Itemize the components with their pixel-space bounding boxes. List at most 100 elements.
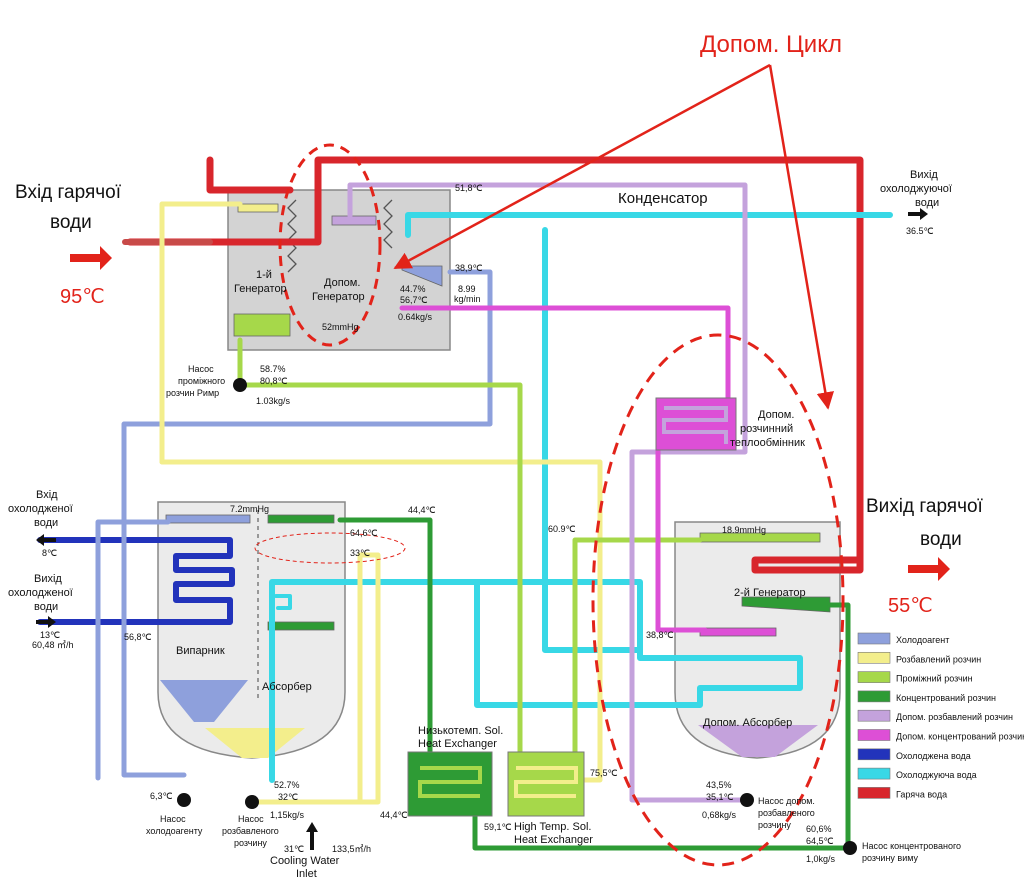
cooling-water-top [405, 212, 893, 238]
hot-in-temp: 95℃ [60, 286, 105, 308]
concentrated-gen2 [827, 602, 851, 851]
lt-hx-label-b: Heat Exchanger [418, 738, 497, 750]
legend-swatch [857, 787, 891, 799]
dilute-pipe [249, 552, 381, 805]
pumps [177, 378, 857, 855]
pump-int-label-b: проміжного [178, 376, 225, 386]
pump-intermediate[interactable] [233, 378, 247, 392]
pump-ref-label-b: холодоагенту [146, 826, 203, 836]
reading-t33: 33℃ [350, 548, 370, 558]
chilled-water-in-arrow [36, 534, 56, 546]
reading-t609: 60.9℃ [548, 524, 576, 534]
absorber-temp-highlight [254, 532, 406, 564]
aux-hx-label-b: розчинний [740, 423, 793, 435]
reading-t518: 51,8℃ [455, 183, 483, 193]
evaporator-label: Випарник [176, 645, 225, 657]
reading-t444b: 44,4℃ [380, 810, 408, 820]
chilled-water-pipe [37, 537, 235, 625]
legend-swatch [857, 651, 891, 664]
chilled-in-label2: охолодженої [8, 503, 73, 515]
hot-in-label1: Вхід гарячої [15, 182, 122, 203]
hot-water-inlet-arrow [70, 246, 112, 270]
generator-baffle-2 [383, 199, 393, 249]
ht-hx-label-b: Heat Exchanger [514, 834, 593, 846]
pump-dil-label-b: розбавленого [222, 826, 279, 836]
hot-in-label2: води [50, 212, 92, 233]
auxgen-label-a: Допом. [324, 277, 360, 289]
legend-swatch [857, 767, 891, 780]
legend-label: Концентрований розчин [896, 693, 996, 703]
legend-label: Розбавлений розчин [896, 654, 981, 664]
pump-auxdil-label-c: розчину [758, 820, 791, 830]
legend-label: Охолоджена вода [896, 751, 971, 761]
aux-absorber-label: Допом. Абсорбер [703, 717, 792, 729]
pump-int-label-a: Насос [188, 364, 214, 374]
aux-cycle-arrows [393, 63, 835, 410]
gen1-spray-header [237, 203, 279, 213]
reading-p72: 7.2mmHg [230, 504, 269, 514]
pump-concentrated[interactable] [843, 841, 857, 855]
chilled-in-temp: 8℃ [42, 548, 57, 558]
reading-pct527: 52.7% [274, 780, 300, 790]
pump-int-label-c: розчин Pимр [166, 388, 219, 398]
hot-out-label2: води [920, 529, 962, 550]
legend-swatch [857, 748, 891, 761]
gen2-label: 2-й Генератор [734, 587, 806, 599]
chilled-in-label3: води [34, 517, 58, 529]
aux-absorber-vessel [674, 521, 841, 759]
readings: 51,8℃ 38,9℃ 44.7% 56,7℃ 8.99 kg/min 0.64… [124, 183, 836, 864]
legend-swatch [857, 632, 891, 645]
pump-dilute[interactable] [245, 795, 259, 809]
reading-flow10: 1,0kg/s [806, 854, 836, 864]
legend-label: Гаряча вода [896, 789, 947, 799]
aux-cycle-title: Допом. Цикл [700, 31, 842, 58]
condenser-label: Конденсатор [618, 190, 708, 207]
cool-out-label2: охолоджуючої [880, 183, 952, 195]
reading-pct587: 58.7% [260, 364, 286, 374]
reading-t389: 38,9℃ [455, 263, 483, 273]
reading-t646: 64,6℃ [350, 528, 378, 538]
legend-label: Допом. концентрований розчин [896, 732, 1024, 742]
lt-hx-coil [418, 766, 482, 798]
reading-t808: 80,8℃ [260, 376, 288, 386]
lt-hx-label-a: Низькотемп. Sol. [418, 725, 503, 737]
pump-conc-label-a: Насос концентрованого [862, 841, 961, 851]
abs-spray-header-top [267, 514, 335, 524]
reading-pct447: 44.7% [400, 284, 426, 294]
legend-label: Допом. розбавлений розчин [896, 712, 1013, 722]
hot-water-loop [206, 156, 294, 194]
cooling-inlet-b: Inlet [296, 868, 317, 880]
pump-aux-dilute[interactable] [740, 793, 754, 807]
abs-spray-header-mid [267, 621, 335, 631]
reading-flow068: 0,68kg/s [702, 810, 737, 820]
gen1-label-a: 1-й [256, 269, 272, 281]
legend-label: Охолоджуюча вода [896, 770, 977, 780]
chilled-out-label2: охолодженої [8, 587, 73, 599]
gen1-pool [233, 313, 291, 337]
aux-hx-label-a: Допом. [758, 409, 794, 421]
reading-t63: 6,3℃ [150, 791, 173, 801]
gen2-pool [741, 596, 831, 613]
aux-cycle-highlight-top [278, 143, 382, 347]
pump-refrigerant[interactable] [177, 793, 191, 807]
evap-spray-header [165, 514, 251, 524]
reading-t351: 35,1℃ [706, 792, 734, 802]
aux-hx-label-c: теплообмінник [730, 437, 805, 449]
pump-dil-label-a: Насос [238, 814, 264, 824]
legend-label: Холодоагент [896, 635, 949, 645]
reading-t568: 56,8℃ [124, 632, 152, 642]
reading-pct606: 60,6% [806, 824, 832, 834]
cool-out-temp: 36.5℃ [906, 226, 934, 236]
reading-pct435: 43,5% [706, 780, 732, 790]
aux-dilute-pool [698, 725, 818, 757]
chilled-out-label3: води [34, 601, 58, 613]
reading-t32: 32℃ [278, 792, 298, 802]
aux-hx-coil [662, 406, 728, 444]
auxgen-spray-header [331, 215, 377, 226]
intermediate-pipe [237, 337, 523, 768]
ht-hx-label-a: High Temp. Sol. [514, 821, 591, 833]
reading-flow1335: 133,5㎥/h [332, 844, 371, 854]
auxgen-label-b: Генератор [312, 291, 365, 303]
pump-conc-label-b: розчину виму [862, 853, 919, 863]
